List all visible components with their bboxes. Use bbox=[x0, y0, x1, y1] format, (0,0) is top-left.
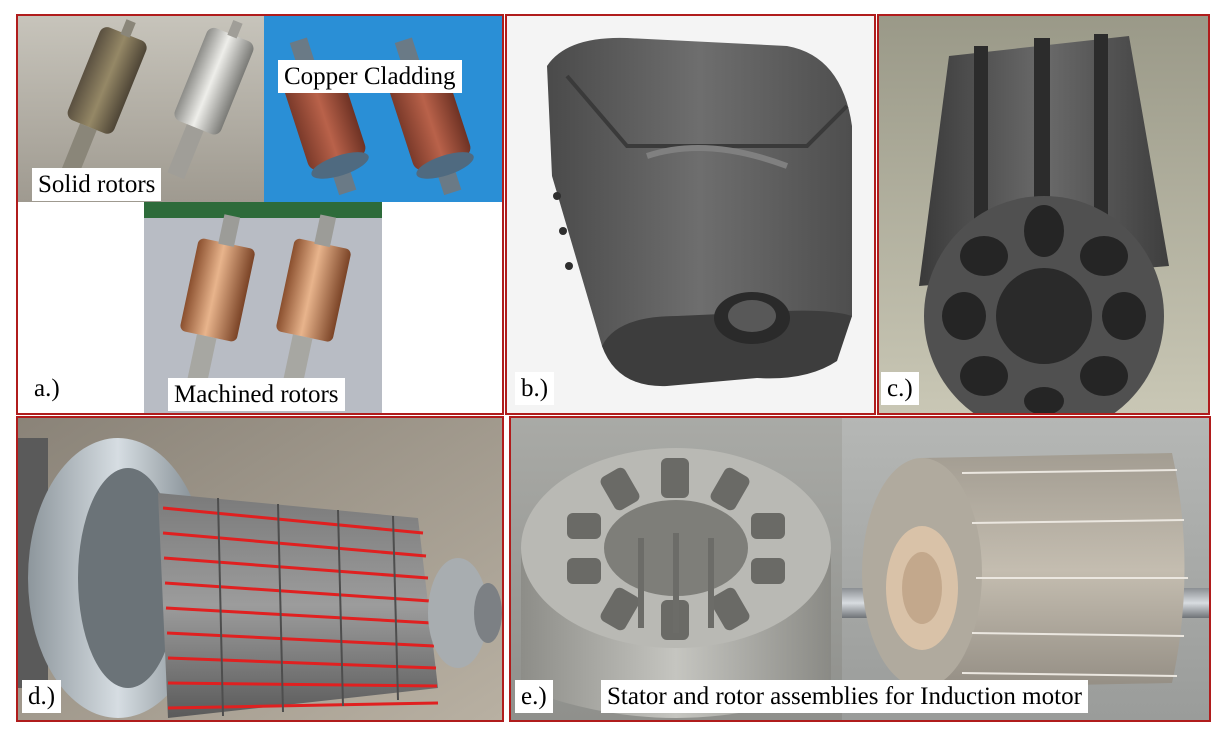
panel-a-tag: a.) bbox=[34, 375, 60, 402]
panel-a: Solid rotors Copper Cladding Machined ro… bbox=[16, 14, 504, 415]
solid-rotors-caption: Solid rotors bbox=[32, 168, 162, 201]
panel-c: c.) bbox=[877, 14, 1210, 415]
panel-b-tag: b.) bbox=[515, 372, 555, 405]
panel-e-tag: e.) bbox=[515, 680, 553, 713]
machined-rotors-photo bbox=[144, 202, 382, 413]
machined-rotors-caption: Machined rotors bbox=[168, 378, 345, 411]
panel-c-tag: c.) bbox=[881, 372, 919, 405]
winding-rotor-photo bbox=[18, 418, 502, 720]
stator-photo bbox=[511, 418, 842, 720]
hollow-rotor-photo bbox=[507, 16, 874, 413]
ribbed-rotor-photo bbox=[879, 16, 1208, 413]
panel-b: b.) bbox=[505, 14, 876, 415]
stator-rotor-caption: Stator and rotor assemblies for Inductio… bbox=[601, 680, 1088, 713]
panel-d-tag: d.) bbox=[22, 680, 62, 713]
copper-cladding-caption: Copper Cladding bbox=[278, 60, 462, 93]
panel-d: d.) bbox=[16, 416, 504, 722]
panel-e: e.) Stator and rotor assemblies for Indu… bbox=[509, 416, 1211, 722]
copper-cladding-photo bbox=[264, 16, 502, 202]
induction-rotor-photo bbox=[842, 418, 1209, 720]
